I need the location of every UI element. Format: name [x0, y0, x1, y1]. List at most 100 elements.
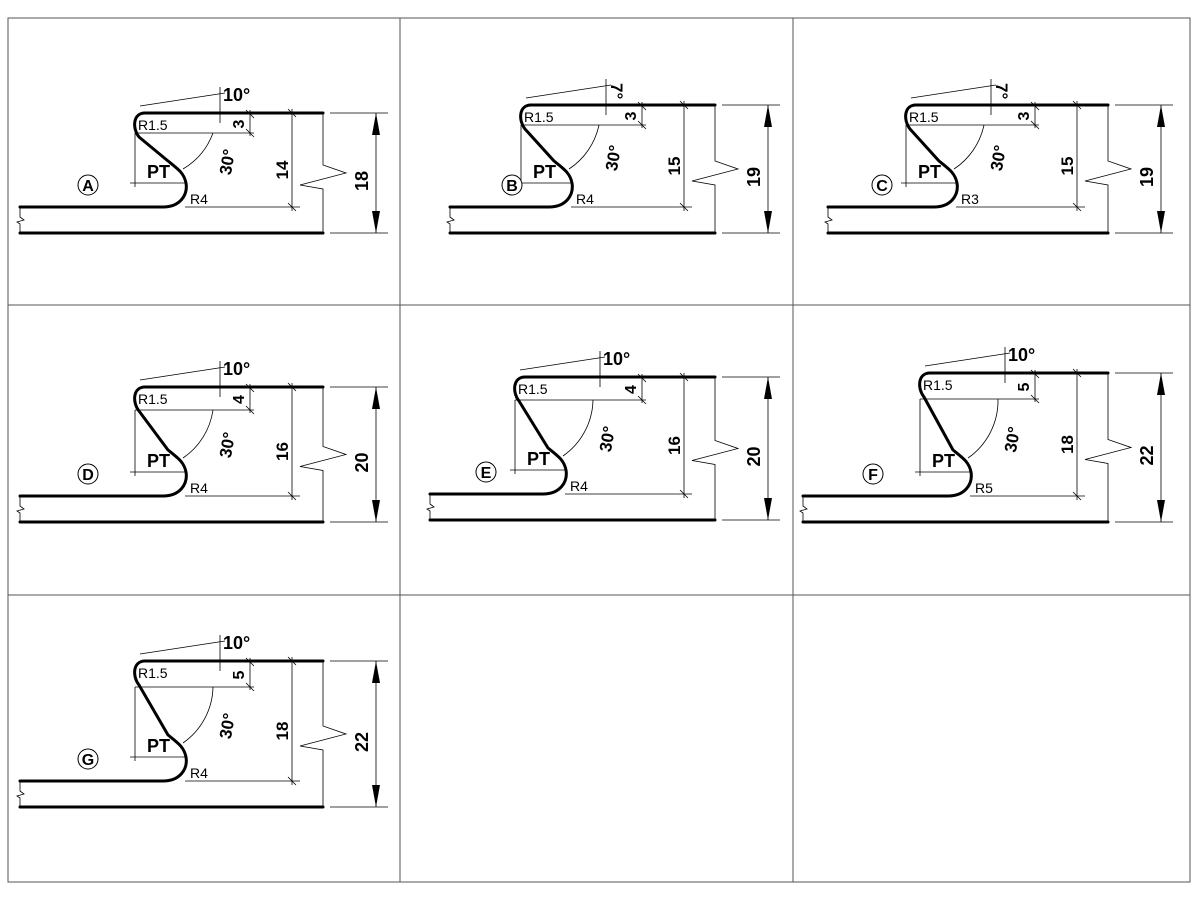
detail-letter: A — [82, 178, 94, 195]
arrow-up-icon — [1157, 105, 1165, 127]
angle-leader — [139, 92, 226, 107]
inner-height-label: 15 — [1058, 157, 1077, 176]
break-mark — [16, 496, 25, 522]
zone-label: PT — [533, 162, 556, 182]
break-line — [1084, 105, 1133, 233]
angle-arc — [568, 124, 600, 170]
break-line — [691, 105, 740, 233]
bottom-radius-label: R4 — [570, 478, 588, 494]
detail-letter: D — [82, 467, 94, 484]
angle-leader — [139, 640, 226, 655]
corner-radius-label: R1.5 — [923, 377, 953, 393]
arrow-up-icon — [372, 387, 380, 409]
tick-marks — [679, 372, 689, 499]
top-angle-label: 10° — [223, 633, 250, 653]
break-line — [691, 377, 740, 520]
top-depth-label: 3 — [1016, 111, 1033, 120]
tick-marks — [637, 373, 647, 405]
total-height-label: 22 — [352, 732, 372, 752]
total-height-label: 20 — [744, 446, 764, 466]
slope-angle-label: 30° — [216, 431, 239, 460]
detail-letter: C — [876, 178, 888, 195]
outer-border — [7, 17, 1191, 883]
break-mark — [16, 207, 25, 233]
angle-leader — [525, 84, 612, 99]
slope-angle-label: 30° — [216, 148, 239, 177]
break-mark — [824, 207, 833, 233]
total-height-label: 19 — [744, 167, 764, 187]
top-angle-label: 10° — [223, 85, 250, 105]
arrow-up-icon — [1157, 373, 1165, 395]
detail-letter: B — [506, 178, 518, 195]
detail-badge — [77, 174, 99, 196]
slope-angle-label: 30° — [1001, 425, 1024, 454]
curb-profile-line — [428, 375, 717, 496]
break-mark — [799, 496, 808, 522]
break-mark — [16, 781, 25, 807]
inner-height-label: 16 — [665, 436, 684, 455]
inner-height-label: 18 — [273, 722, 292, 741]
detail-badge — [77, 748, 99, 770]
curb-profile-line — [826, 103, 1110, 209]
tick-marks — [287, 382, 297, 501]
total-height-label: 19 — [1137, 167, 1157, 187]
zone-label: PT — [147, 162, 170, 182]
top-depth-label: 5 — [231, 670, 248, 679]
tick-marks — [287, 108, 297, 212]
tick-marks — [1072, 100, 1082, 212]
tick-marks — [245, 383, 255, 415]
tick-marks — [1072, 368, 1082, 501]
angle-arc — [953, 124, 985, 170]
top-depth-label: 3 — [231, 119, 248, 128]
inner-height-label: 14 — [273, 160, 292, 179]
break-line — [299, 661, 348, 807]
angle-arc — [182, 132, 214, 170]
detail-letter: G — [82, 752, 94, 769]
tick-marks — [679, 100, 689, 212]
break-mark — [446, 207, 455, 233]
detail-badge — [871, 174, 893, 196]
curb-profile-line — [18, 659, 325, 783]
bottom-radius-label: R4 — [190, 480, 208, 496]
angle-leader — [519, 356, 606, 371]
bottom-radius-label: R5 — [975, 480, 993, 496]
top-angle-label: 10° — [1008, 345, 1035, 365]
break-line — [299, 387, 348, 522]
corner-radius-label: R1.5 — [138, 117, 168, 133]
corner-radius-label: R1.5 — [138, 391, 168, 407]
arrow-down-icon — [372, 500, 380, 522]
zone-label: PT — [918, 162, 941, 182]
tick-marks — [287, 656, 297, 786]
arrow-up-icon — [764, 377, 772, 399]
angle-arc — [182, 409, 214, 459]
top-depth-label: 5 — [1016, 382, 1033, 391]
arrow-down-icon — [372, 211, 380, 233]
grid-frame — [7, 17, 1191, 883]
tick-marks — [245, 657, 255, 692]
break-mark — [426, 494, 435, 520]
top-depth-label: 4 — [231, 395, 248, 404]
arrow-up-icon — [764, 105, 772, 127]
arrow-down-icon — [764, 211, 772, 233]
break-line — [1084, 373, 1133, 522]
top-angle-label: 7° — [607, 83, 626, 99]
angle-leader — [910, 84, 997, 99]
slope-angle-label: 30° — [596, 425, 619, 454]
inner-height-label: 16 — [273, 442, 292, 461]
angle-arc — [967, 398, 999, 459]
detail-badge — [475, 461, 497, 483]
curb-profile-line — [801, 371, 1110, 498]
tick-marks — [1030, 101, 1040, 130]
inner-height-label: 15 — [665, 157, 684, 176]
slope-angle-label: 30° — [987, 144, 1010, 173]
total-height-label: 22 — [1137, 445, 1157, 465]
inner-height-label: 18 — [1058, 435, 1077, 454]
angle-arc — [182, 686, 214, 744]
